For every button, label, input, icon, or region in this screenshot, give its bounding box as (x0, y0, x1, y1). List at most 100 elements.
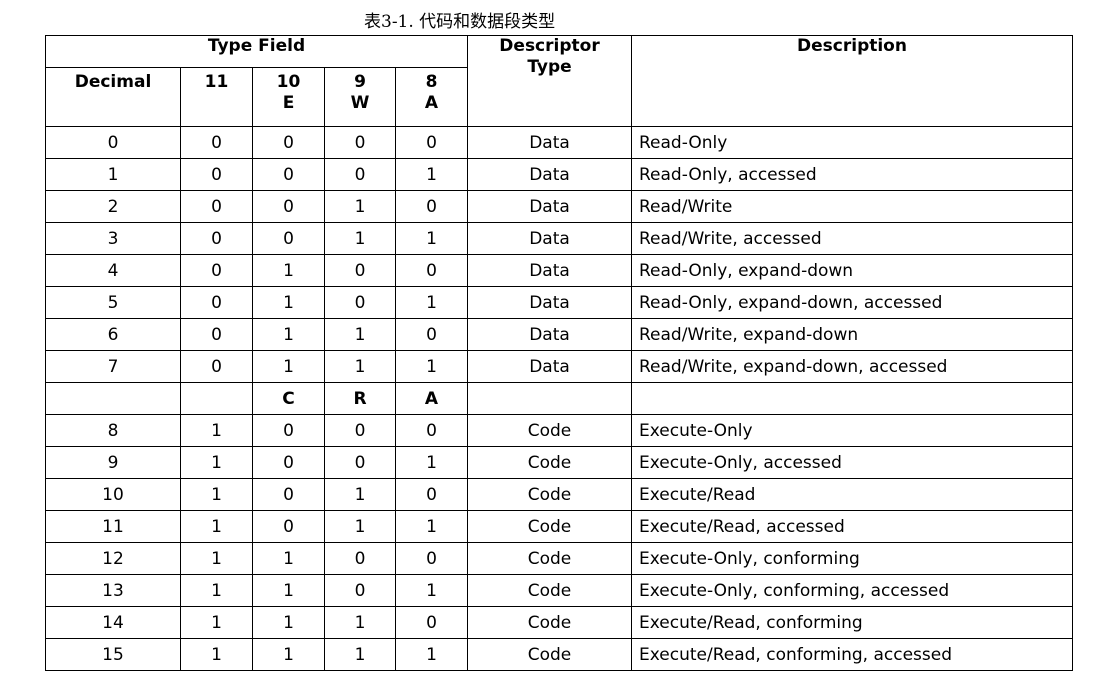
bit8-cell: 1 (395, 510, 468, 543)
empty-cell (631, 382, 1073, 415)
descriptor-type-cell: Data (467, 286, 632, 319)
bit11-cell: 1 (180, 478, 253, 511)
decimal-cell: 6 (45, 318, 181, 351)
bit8-cell: 1 (395, 350, 468, 383)
decimal-cell: 3 (45, 222, 181, 255)
descriptor-type-header-line1: Descriptor (499, 36, 600, 57)
bit9-cell: 0 (324, 574, 396, 607)
bit9-cell: 1 (324, 190, 396, 223)
bit10-header: 10 E (252, 67, 325, 127)
bit10-flag: E (282, 93, 295, 113)
decimal-cell: 4 (45, 254, 181, 287)
description-cell: Read-Only, accessed (631, 158, 1073, 191)
description-cell: Read-Only, expand-down (631, 254, 1073, 287)
bit8-cell: 0 (395, 606, 468, 639)
bit9-cell: 0 (324, 254, 396, 287)
decimal-cell: 1 (45, 158, 181, 191)
bit10-cell: 1 (252, 606, 325, 639)
decimal-cell: 13 (45, 574, 181, 607)
decimal-header: Decimal (45, 67, 181, 127)
bit8-flag: A (424, 93, 439, 113)
bit11-cell: 0 (180, 286, 253, 319)
bit8-cell: 1 (395, 158, 468, 191)
table-row: 5 0 1 0 1 Data Read-Only, expand-down, a… (45, 286, 1073, 319)
description-cell: Execute/Read, conforming, accessed (631, 638, 1073, 671)
bit9-cell: 1 (324, 318, 396, 351)
bit10-cell: 0 (252, 478, 325, 511)
bit8-cell: 1 (395, 286, 468, 319)
table-row: 8 1 0 0 0 Code Execute-Only (45, 414, 1073, 447)
bit11-cell: 1 (180, 606, 253, 639)
descriptor-type-cell: Data (467, 126, 632, 159)
decimal-cell: 8 (45, 414, 181, 447)
bit8-cell: 0 (395, 318, 468, 351)
table-row: 0 0 0 0 0 Data Read-Only (45, 126, 1073, 159)
bit11-cell: 0 (180, 254, 253, 287)
description-cell: Execute-Only, conforming, accessed (631, 574, 1073, 607)
bit9-cell: 0 (324, 286, 396, 319)
bit9-cell: 1 (324, 350, 396, 383)
bit8-cell: 0 (395, 254, 468, 287)
bit10-number: 10 (276, 72, 301, 92)
bit11-header: 11 (180, 67, 253, 127)
bit11-cell: 0 (180, 222, 253, 255)
descriptor-type-cell: Data (467, 222, 632, 255)
bit10-cell: 0 (252, 414, 325, 447)
description-cell: Read/Write, expand-down (631, 318, 1073, 351)
descriptor-type-cell: Data (467, 318, 632, 351)
bit9-cell: 1 (324, 638, 396, 671)
table-caption: 表3-1. 代码和数据段类型 (364, 12, 556, 32)
bit10-cell: 0 (252, 158, 325, 191)
description-cell: Read/Write, expand-down, accessed (631, 350, 1073, 383)
bit10-cell: 0 (252, 222, 325, 255)
bit9-cell: 0 (324, 158, 396, 191)
description-cell: Execute/Read, conforming (631, 606, 1073, 639)
descriptor-type-cell: Code (467, 638, 632, 671)
table-row: 14 1 1 1 0 Code Execute/Read, conforming (45, 606, 1073, 639)
bit11-cell: 0 (180, 318, 253, 351)
decimal-cell: 0 (45, 126, 181, 159)
bit11-cell: 1 (180, 638, 253, 671)
descriptor-type-header-line2: Type (527, 57, 572, 77)
bit11-number: 11 (204, 72, 229, 92)
descriptor-type-cell: Code (467, 478, 632, 511)
bit11-cell: 0 (180, 350, 253, 383)
bit9-cell: 0 (324, 542, 396, 575)
empty-cell (467, 382, 632, 415)
bit9-cell: 1 (324, 510, 396, 543)
bit11-cell: 0 (180, 190, 253, 223)
table-row: 1 0 0 0 1 Data Read-Only, accessed (45, 158, 1073, 191)
descriptor-type-cell: Data (467, 158, 632, 191)
bit9-code-flag: R (324, 382, 396, 415)
decimal-cell: 15 (45, 638, 181, 671)
bit9-cell: 1 (324, 222, 396, 255)
bit8-header: 8 A (395, 67, 468, 127)
decimal-cell: 10 (45, 478, 181, 511)
bit10-code-flag: C (252, 382, 325, 415)
table-row: 6 0 1 1 0 Data Read/Write, expand-down (45, 318, 1073, 351)
bit8-cell: 0 (395, 542, 468, 575)
table-row: 12 1 1 0 0 Code Execute-Only, conforming (45, 542, 1073, 575)
description-cell: Read-Only, expand-down, accessed (631, 286, 1073, 319)
descriptor-type-header: Descriptor Type (467, 35, 632, 127)
bit9-cell: 1 (324, 606, 396, 639)
type-field-header: Type Field (45, 35, 468, 68)
bit10-cell: 1 (252, 638, 325, 671)
bit10-cell: 0 (252, 446, 325, 479)
table-row: 13 1 1 0 1 Code Execute-Only, conforming… (45, 574, 1073, 607)
bit10-cell: 1 (252, 542, 325, 575)
bit8-cell: 0 (395, 414, 468, 447)
bit8-cell: 1 (395, 638, 468, 671)
bit10-cell: 0 (252, 190, 325, 223)
descriptor-type-cell: Code (467, 606, 632, 639)
table-row: 2 0 0 1 0 Data Read/Write (45, 190, 1073, 223)
decimal-cell: 5 (45, 286, 181, 319)
descriptor-type-cell: Data (467, 350, 632, 383)
bit11-cell: 1 (180, 414, 253, 447)
table-row: 9 1 0 0 1 Code Execute-Only, accessed (45, 446, 1073, 479)
bit9-cell: 0 (324, 126, 396, 159)
bit9-number: 9 (354, 72, 366, 92)
descriptor-type-cell: Code (467, 414, 632, 447)
description-cell: Execute-Only (631, 414, 1073, 447)
description-cell: Read/Write, accessed (631, 222, 1073, 255)
